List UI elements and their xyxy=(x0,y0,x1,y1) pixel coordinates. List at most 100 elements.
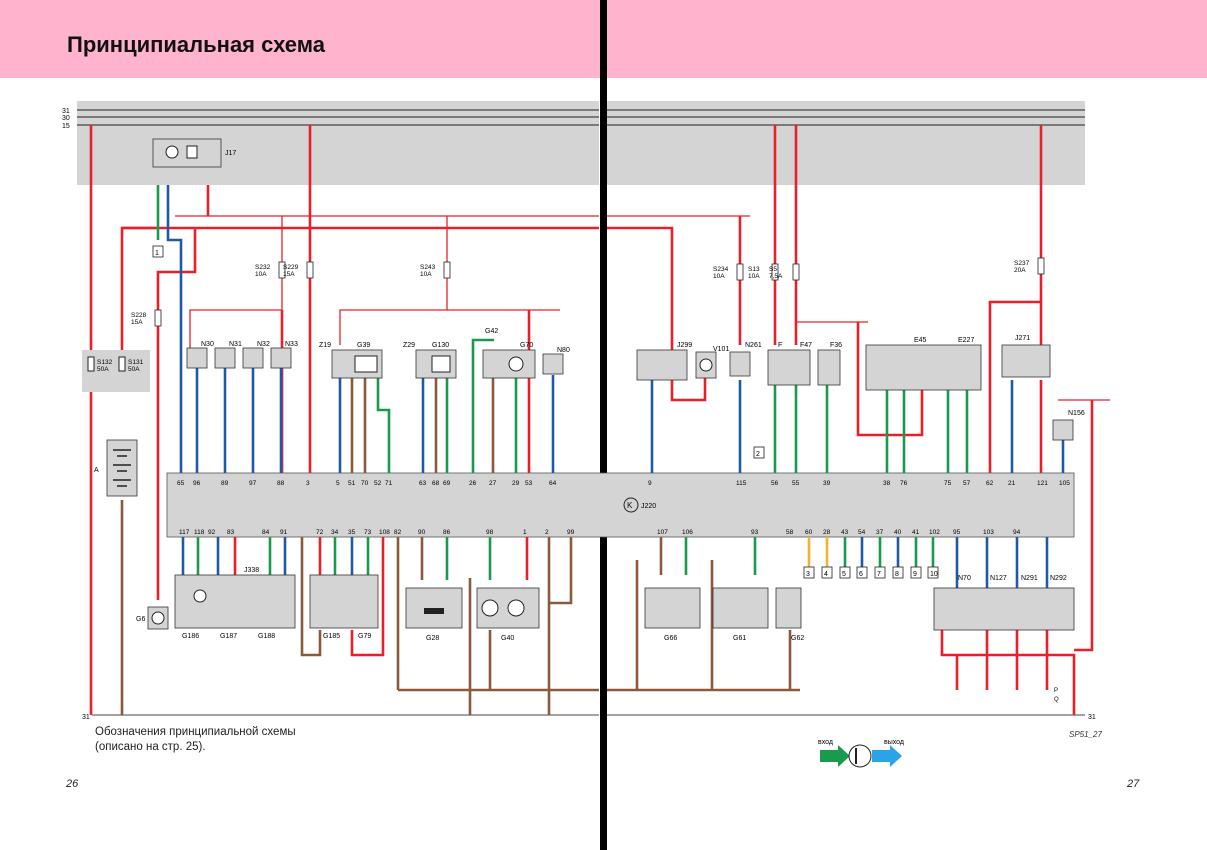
ecu-bottom-pin-103: 103 xyxy=(983,529,994,536)
output-arrow-icon xyxy=(872,745,902,767)
relay-j271: J271 xyxy=(1001,335,1051,378)
svg-text:G79: G79 xyxy=(358,633,371,640)
injector-n31: N31 xyxy=(214,341,242,369)
ecu-top-pin-39: 39 xyxy=(823,480,831,487)
ecu-bottom-pin-58: 58 xyxy=(786,529,794,536)
sensor-g42-g70: G42 G70 xyxy=(482,328,536,379)
sensor-g28: G28 xyxy=(405,587,463,642)
svg-text:N31: N31 xyxy=(229,341,242,348)
ecu-bottom-pin-37: 37 xyxy=(876,529,884,536)
svg-text:G187: G187 xyxy=(220,633,237,640)
connector-box-3: 3 xyxy=(803,566,815,579)
supply-buses xyxy=(77,109,1085,126)
ecu-top-pin-38: 38 xyxy=(883,480,891,487)
ecu-bottom-pin-41: 41 xyxy=(912,529,920,536)
svg-text:S232: S232 xyxy=(255,264,271,271)
svg-text:S13: S13 xyxy=(748,266,760,273)
lambda-probe-2: Z29 G130 xyxy=(403,342,457,379)
ecu-top-pin-89: 89 xyxy=(221,480,229,487)
svg-text:20A: 20A xyxy=(1014,267,1026,274)
ecu-bottom-pin-98: 98 xyxy=(486,529,494,536)
svg-text:1: 1 xyxy=(155,250,159,257)
page-title: Принципиальная схема xyxy=(67,32,325,57)
ecu-bottom-pin-95: 95 xyxy=(953,529,961,536)
svg-text:15A: 15A xyxy=(283,271,295,278)
ecu-top-pin-53: 53 xyxy=(525,480,533,487)
ground-label-left: 31 xyxy=(82,714,90,721)
starter-g6: G6 xyxy=(136,606,169,630)
ecu-bottom-pin-118: 118 xyxy=(194,529,205,536)
ecu-top-pin-52: 52 xyxy=(374,480,382,487)
ecu-top-pin-26: 26 xyxy=(469,480,477,487)
svg-text:G62: G62 xyxy=(791,635,804,642)
svg-text:G39: G39 xyxy=(357,342,370,349)
ecu-bottom-pin-35: 35 xyxy=(348,529,356,536)
svg-text:J299: J299 xyxy=(677,342,692,349)
svg-text:15A: 15A xyxy=(131,319,143,326)
sensor-g61: G61 xyxy=(712,587,769,642)
ecu-bottom-pin-84: 84 xyxy=(262,529,270,536)
svg-text:N80: N80 xyxy=(557,347,570,354)
ecu-bottom-pin-94: 94 xyxy=(1013,529,1021,536)
page-number-right: 27 xyxy=(1127,778,1140,790)
ecu-bottom-pin-34: 34 xyxy=(331,529,339,536)
svg-text:10A: 10A xyxy=(713,273,725,280)
injector-n32: N32 xyxy=(242,341,270,369)
ground-label-right: 31 xyxy=(1088,714,1096,721)
svg-text:50A: 50A xyxy=(128,366,140,373)
ecu-bottom-pin-107: 107 xyxy=(657,529,668,536)
ecu-bottom-pin-54: 54 xyxy=(858,529,866,536)
svg-text:N156: N156 xyxy=(1068,410,1085,417)
svg-text:6: 6 xyxy=(859,571,863,578)
io-legend: вход выход xyxy=(818,739,904,768)
ecu-top-pin-69: 69 xyxy=(443,480,451,487)
ecu-bottom-pin-102: 102 xyxy=(929,529,940,536)
fuse-s5: S57,5A xyxy=(769,263,800,281)
ecu-top-pin-62: 62 xyxy=(986,480,994,487)
svg-text:N291: N291 xyxy=(1021,575,1038,582)
sensor-g66: G66 xyxy=(644,587,701,642)
svg-text:10A: 10A xyxy=(748,273,760,280)
main-fuse-box: S132 50A S131 50A xyxy=(82,350,150,392)
svg-text:8: 8 xyxy=(895,571,899,578)
ecu-bottom-pin-90: 90 xyxy=(418,529,426,536)
svg-text:G70: G70 xyxy=(520,342,533,349)
svg-text:S243: S243 xyxy=(420,264,436,271)
svg-text:10A: 10A xyxy=(420,271,432,278)
svg-text:J17: J17 xyxy=(225,150,236,157)
svg-text:7: 7 xyxy=(877,571,881,578)
switch-f36: F36 xyxy=(817,342,842,386)
ecu-top-pin-5: 5 xyxy=(336,480,340,487)
ecu-bottom-pin-99: 99 xyxy=(567,529,575,536)
svg-text:F36: F36 xyxy=(830,342,842,349)
svg-text:N32: N32 xyxy=(257,341,270,348)
switch-f-f47: F F47 xyxy=(767,342,812,386)
sensor-g40: G40 xyxy=(476,587,540,642)
switch-e45-e227: E45 E227 xyxy=(865,337,982,391)
svg-text:Z19: Z19 xyxy=(319,342,331,349)
ecu-top-pin-75: 75 xyxy=(944,480,952,487)
connector-box-8: 8 xyxy=(892,566,904,579)
connector-box-9: 9 xyxy=(910,566,922,579)
wires xyxy=(89,125,1110,715)
bus-band-right xyxy=(607,101,1085,185)
svg-text:Z29: Z29 xyxy=(403,342,415,349)
sensor-g62: G62 xyxy=(775,587,804,642)
ecu-top-pin-56: 56 xyxy=(771,480,779,487)
ecu-io-icon xyxy=(848,744,872,768)
ecu-bottom-pin-82: 82 xyxy=(394,529,402,536)
svg-text:G28: G28 xyxy=(426,635,439,642)
ecu-top-pin-115: 115 xyxy=(736,480,747,487)
valve-n156: N156 xyxy=(1052,410,1085,441)
connector-box-1: 1 xyxy=(152,245,164,258)
svg-text:F: F xyxy=(778,342,782,349)
svg-text:G40: G40 xyxy=(501,635,514,642)
svg-text:J338: J338 xyxy=(244,567,259,574)
